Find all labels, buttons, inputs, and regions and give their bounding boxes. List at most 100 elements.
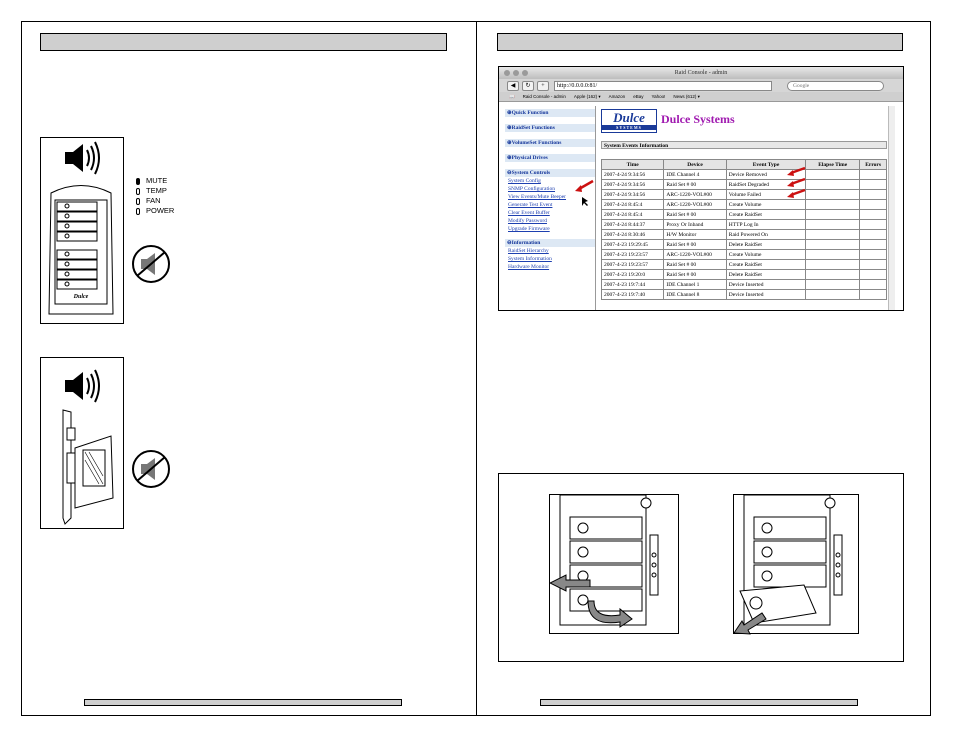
back-icon[interactable]: ◀ xyxy=(507,80,519,91)
table-cell xyxy=(859,219,887,230)
speaker-muted-icon xyxy=(132,245,170,283)
table-cell xyxy=(859,269,887,280)
bookmarks-icon[interactable]: 📖 xyxy=(509,93,515,99)
table-cell xyxy=(805,199,861,210)
sidebar-link-hardware-monitor[interactable]: Hardware Monitor xyxy=(508,264,550,270)
table-cell: Raid Set # 00 xyxy=(663,209,727,220)
url-field[interactable]: http://0.0.0.0:81/ xyxy=(554,80,772,91)
right-footer-bar xyxy=(540,699,858,706)
section-title: System Events Information xyxy=(601,141,887,149)
bookmark-item[interactable]: Apple (162) ▾ xyxy=(573,93,601,99)
table-cell xyxy=(805,279,861,290)
table-cell: 2007-4-23 19:29:45 xyxy=(600,239,665,250)
bookmark-item[interactable]: eBay xyxy=(633,94,644,99)
drive-removal-figure xyxy=(498,473,904,662)
sidebar-section-quick[interactable]: ⊕Quick Function xyxy=(505,109,595,117)
left-header-bar xyxy=(40,33,447,51)
events-table: Time Device Event Type Elapse Time Error… xyxy=(600,159,887,300)
bookmarks-bar: 📖 Raid Console - admin Apple (162) ▾ Ama… xyxy=(499,92,903,102)
sidebar-section-information[interactable]: ⊖Information xyxy=(505,239,595,247)
left-footer-bar xyxy=(84,699,402,706)
table-cell xyxy=(805,209,861,220)
table-cell xyxy=(859,279,887,290)
table-cell: ARC-1220-VOL#00 xyxy=(663,199,727,210)
sidebar-link-raidset-hierarchy[interactable]: RaidSet Hierarchy xyxy=(508,248,549,254)
table-cell: Raid Set # 00 xyxy=(663,269,727,280)
sidebar-section-raidset[interactable]: ⊕RaidSet Functions xyxy=(505,124,595,132)
bookmark-item[interactable]: News (612) ▾ xyxy=(673,93,700,99)
table-cell: 2007-4-24 9:34:56 xyxy=(600,179,665,190)
speaker-on-icon-2 xyxy=(65,369,100,403)
table-cell: Create RaidSet xyxy=(725,209,807,220)
sidebar-link-modify-password[interactable]: Modify Password xyxy=(508,218,547,224)
table-cell: 2007-4-23 19:7:40 xyxy=(600,289,665,300)
table-cell: 2007-4-24 8:45:4 xyxy=(600,199,665,210)
col-header: Errors xyxy=(859,159,887,170)
red-arrow-sidebar xyxy=(575,179,594,206)
sidebar-link-snmp[interactable]: SNMP Configuration xyxy=(508,186,556,192)
red-arrows-table xyxy=(787,166,806,198)
sidebar-link-test-event[interactable]: Generate Test Event xyxy=(508,202,553,208)
table-cell xyxy=(859,289,887,300)
search-field[interactable]: Google xyxy=(787,80,884,91)
table-cell xyxy=(859,229,887,240)
table-cell: IDE Channel 1 xyxy=(663,279,727,290)
controller-card-drawing xyxy=(62,369,114,525)
table-cell: IDE Channel 4 xyxy=(663,169,727,180)
sidebar-link-system-config[interactable]: System Config xyxy=(508,178,541,184)
table-cell xyxy=(805,249,861,260)
led-mute: MUTE xyxy=(136,176,174,186)
sidebar-link-system-information[interactable]: System Information xyxy=(508,256,552,262)
browser-titlebar: Raid Console - admin xyxy=(499,67,903,79)
sidebar-section-volumeset[interactable]: ⊕VolumeSet Functions xyxy=(505,139,595,147)
table-cell xyxy=(859,189,887,200)
reload-icon[interactable]: ↻ xyxy=(522,80,534,91)
led-fan: FAN xyxy=(136,196,174,206)
table-cell xyxy=(805,179,861,190)
led-power: POWER xyxy=(136,206,174,216)
sidebar-section-physical[interactable]: ⊕Physical Drives xyxy=(505,154,595,162)
vertical-scrollbar[interactable] xyxy=(888,106,895,310)
bookmark-item[interactable]: Amazon xyxy=(608,94,626,99)
table-cell: Raid Set # 00 xyxy=(663,239,727,250)
rotate-arrow-icon xyxy=(587,600,633,628)
enclosure-figure: Dulce xyxy=(40,137,124,324)
events-table-header: Time Device Event Type Elapse Time Error… xyxy=(600,159,887,170)
sidebar-link-clear-buffer[interactable]: Clear Event Buffer xyxy=(508,210,550,216)
table-cell: 2007-4-23 19:20:0 xyxy=(600,269,665,280)
window-controls[interactable] xyxy=(504,70,528,76)
table-cell: 2007-4-24 8:45:4 xyxy=(600,209,665,220)
bookmark-item[interactable]: Yahoo! xyxy=(651,94,666,99)
led-legend: MUTE TEMP FAN POWER xyxy=(136,176,174,216)
sidebar-link-view-events[interactable]: View Events/Mute Beeper xyxy=(508,194,567,200)
sidebar-link-upgrade-firmware[interactable]: Upgrade Firmware xyxy=(508,226,550,232)
col-header: Elapse Time xyxy=(805,159,861,170)
pull-arrow-icon xyxy=(548,574,591,592)
controller-card-figure xyxy=(40,357,124,529)
table-cell xyxy=(859,239,887,250)
raid-console-screenshot: Raid Console - admin ◀ ↻ + http://0.0.0.… xyxy=(498,66,904,311)
table-cell xyxy=(859,209,887,220)
bookmark-item[interactable]: Raid Console - admin xyxy=(522,94,566,99)
table-cell: Delete RaidSet xyxy=(725,239,807,250)
table-cell xyxy=(859,179,887,190)
console-sidebar: ⊕Quick Function ⊕RaidSet Functions ⊕Volu… xyxy=(505,106,596,310)
table-cell: Raid Powered On xyxy=(725,229,807,240)
table-cell xyxy=(805,269,861,280)
sidebar-section-system-controls[interactable]: ⊖System Controls xyxy=(505,169,595,177)
table-cell xyxy=(805,219,861,230)
brand-title: Dulce Systems xyxy=(661,112,735,126)
table-cell xyxy=(805,289,861,300)
drive-bay-eject-drawing xyxy=(548,494,659,628)
drive-bay-eject-figure xyxy=(548,494,679,634)
table-cell: Device Inserted xyxy=(725,279,807,290)
add-icon[interactable]: + xyxy=(537,80,549,91)
table-cell: ARC-1220-VOL#00 xyxy=(663,189,727,200)
